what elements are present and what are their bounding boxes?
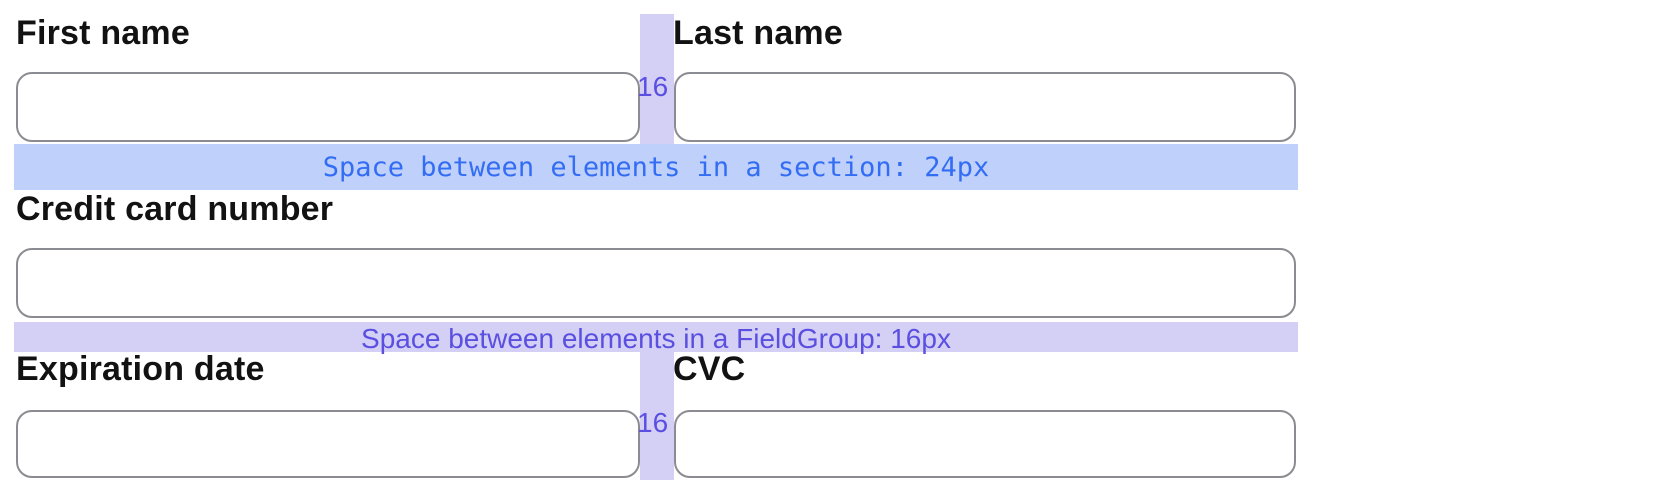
first-name-label: First name <box>16 14 190 52</box>
expiration-date-input[interactable] <box>16 409 639 478</box>
cvc-label: CVC <box>673 350 746 388</box>
cvc-input[interactable] <box>673 409 1296 478</box>
column-gap-bar-row1 <box>639 14 673 144</box>
first-name-input[interactable] <box>16 72 639 141</box>
last-name-label: Last name <box>673 14 843 52</box>
fieldgroup-gap-bar: Space between elements in a FieldGroup: … <box>14 321 1298 353</box>
expiration-date-label: Expiration date <box>16 350 265 388</box>
column-gap-value-row1: 16 <box>637 69 669 101</box>
section-gap-bar: Space between elements in a section: 24p… <box>14 144 1298 190</box>
credit-card-number-input[interactable] <box>16 248 1296 317</box>
column-gap-value-row3: 16 <box>637 406 669 438</box>
fieldgroup-gap-bar-label: Space between elements in a FieldGroup: … <box>361 321 951 353</box>
credit-card-number-label: Credit card number <box>16 189 334 227</box>
section-gap-bar-label: Space between elements in a section: 24p… <box>322 151 990 183</box>
last-name-input[interactable] <box>673 72 1296 141</box>
column-gap-bar-row3 <box>639 352 673 480</box>
